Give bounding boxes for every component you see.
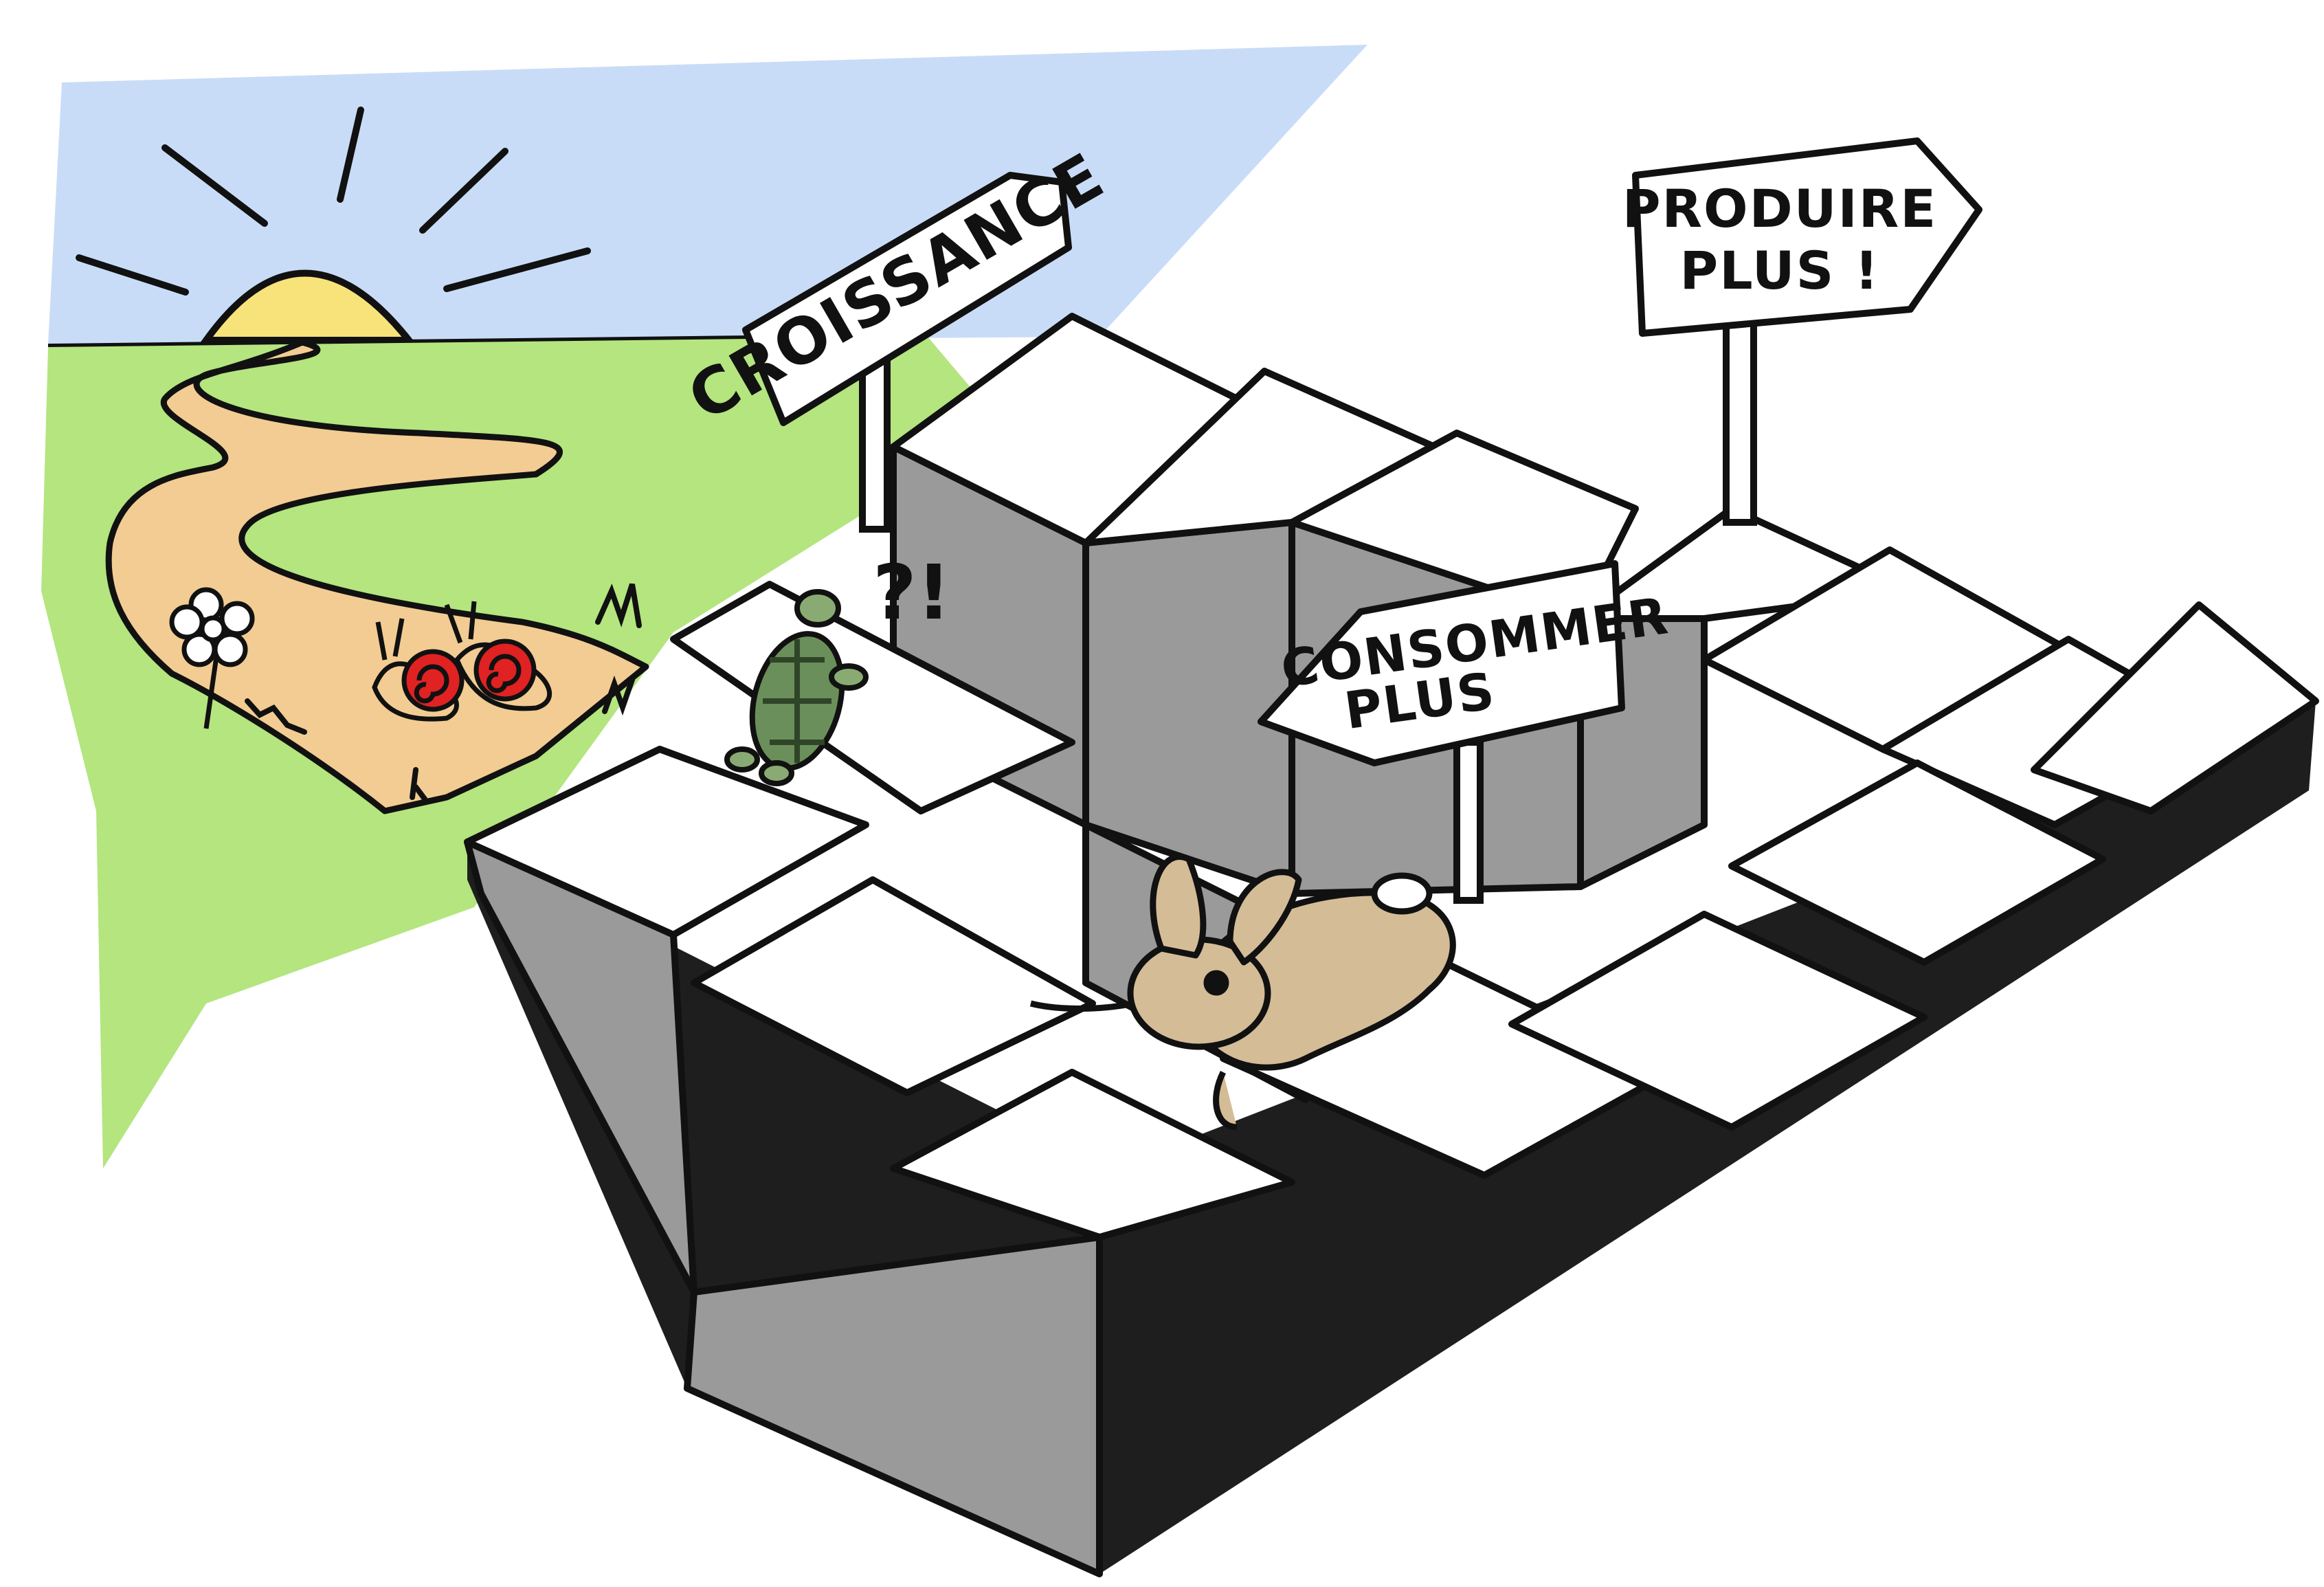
- produire-label: PRODUIRE: [1622, 178, 1937, 239]
- step: [2031, 601, 2319, 814]
- flower-icon: [169, 587, 255, 729]
- produire-plus-label: PLUS !: [1680, 240, 1880, 301]
- hare-icon: [1029, 854, 1456, 1131]
- step: [1728, 759, 2106, 966]
- step: [670, 581, 1075, 814]
- step: [464, 746, 869, 938]
- step: [1508, 911, 1928, 1131]
- sun-icon: [76, 107, 591, 344]
- step: [890, 1069, 1295, 1241]
- tortoise-exclamation: ?!: [873, 548, 951, 636]
- tortoise-icon: [724, 589, 869, 786]
- snail-icon: [372, 618, 465, 722]
- snail-icon: [444, 601, 552, 711]
- consommer-plus-sign: CONSOMMER PLUS: [1258, 560, 1673, 904]
- produire-plus-sign: PRODUIRE PLUS !: [1622, 137, 1982, 526]
- step: [691, 876, 1096, 1096]
- grass-tufts: [245, 583, 642, 803]
